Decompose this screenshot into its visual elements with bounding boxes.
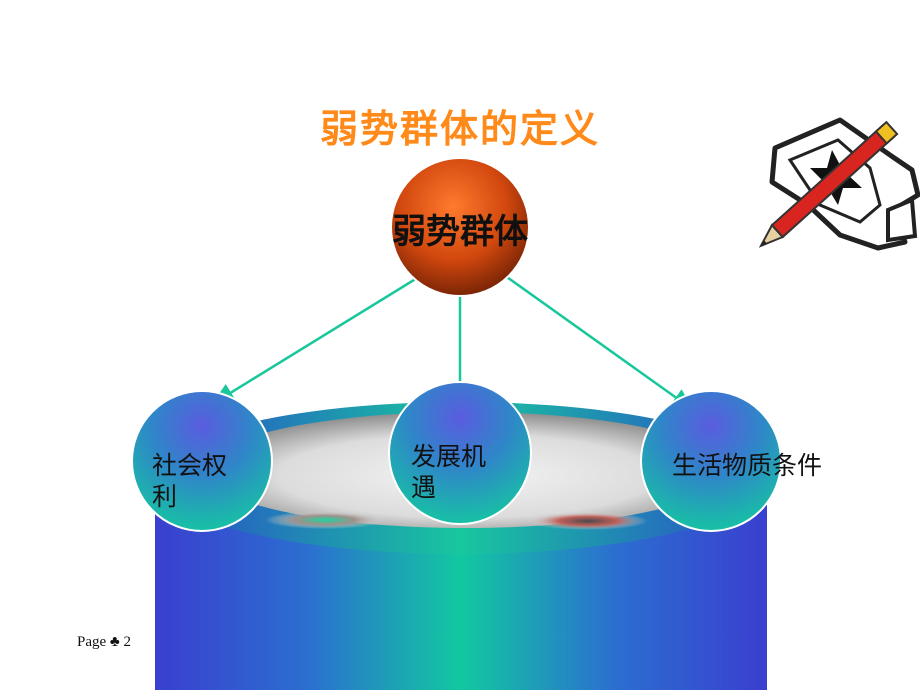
right-node-sphere <box>640 390 782 532</box>
plate-spot-left <box>265 511 385 529</box>
middle-node-sphere <box>388 381 532 525</box>
middle-node-label-line2: 遇 <box>411 473 437 502</box>
club-icon: ♣ <box>109 634 120 650</box>
middle-node-label-line1: 发展机 <box>411 442 487 471</box>
page-label: Page <box>77 634 107 650</box>
left-node-label-line1: 社会权 <box>152 451 228 480</box>
arrow-to-right-node <box>489 263 695 411</box>
left-node-sphere <box>131 390 273 532</box>
pencil-paper-icon <box>758 117 920 251</box>
center-node-sphere <box>390 157 530 297</box>
page-footer: Page ♣ 2 <box>77 634 131 651</box>
left-node-label-line2: 利 <box>152 482 178 511</box>
middle-node-label: 发展机 遇 <box>411 441 486 503</box>
plate-spot-right <box>528 512 648 530</box>
page-number: 2 <box>123 634 132 650</box>
center-node-label: 弱势群体 <box>392 212 528 252</box>
right-node-label: 生活物质条件 <box>672 451 823 480</box>
left-node-label: 社会权 利 <box>152 450 227 512</box>
arrow-to-left-node <box>211 273 423 405</box>
slide-title: 弱势群体的定义 <box>319 107 600 151</box>
